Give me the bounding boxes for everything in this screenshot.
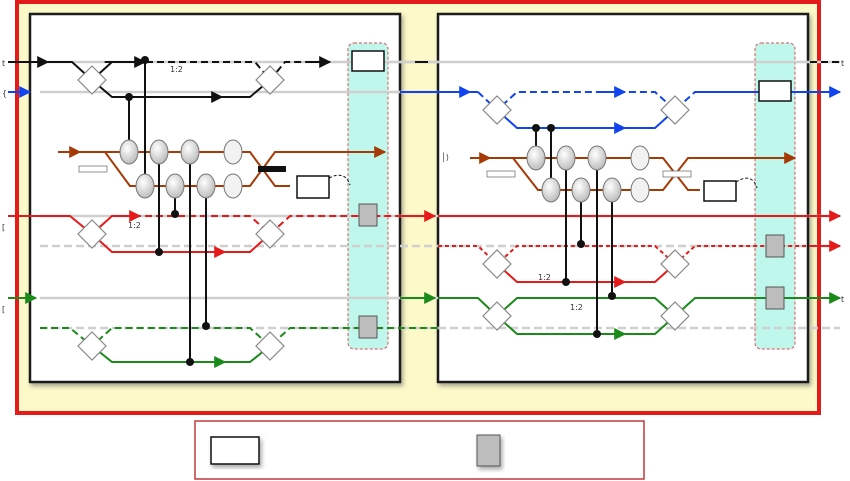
left-ellipse-nodes (119, 139, 243, 199)
left-ratio-label-red: 1:2 (128, 221, 141, 230)
edge-label-left-3: [ (2, 223, 5, 232)
right-ratio-label-red: 1:2 (538, 273, 551, 282)
legend-white-swatch (210, 436, 260, 465)
left-brown-bar (258, 166, 286, 172)
left-brown-tag (78, 165, 108, 173)
right-cyan-zone (754, 42, 796, 350)
right-red-rail (438, 210, 842, 288)
left-grey-box-green (358, 315, 378, 339)
right-grey-box-green (765, 286, 785, 310)
legend-box (194, 420, 645, 480)
left-cyan-zone (347, 42, 389, 350)
right-curved-connector (735, 177, 758, 189)
legend-grey-swatch (476, 434, 501, 467)
edge-label-right-2: t (841, 295, 844, 304)
left-ratio-label-top: 1:2 (170, 65, 183, 74)
edge-label-left-4: [ (2, 305, 5, 314)
edge-label-right-1: t (841, 59, 844, 68)
left-white-box-mid (296, 175, 330, 199)
right-grey-box-red (765, 234, 785, 258)
left-junction-dots (125, 56, 210, 366)
edge-label-left-1: t (2, 59, 5, 68)
left-green-rail (8, 292, 438, 368)
right-brown-tag-2 (662, 170, 692, 178)
right-white-box-top (758, 80, 792, 102)
left-white-box-top (351, 50, 385, 72)
right-green-rail (438, 292, 842, 340)
right-brace-mark: │⟩ (441, 152, 449, 162)
left-grey-box-red (358, 203, 378, 227)
right-ratio-label-green: 1:2 (570, 303, 583, 312)
right-junction-dots (532, 124, 616, 338)
edge-label-left-2: { (2, 89, 7, 98)
right-white-box-mid (703, 180, 737, 202)
right-ellipse-nodes (526, 145, 650, 203)
right-brown-tag (486, 170, 516, 178)
left-curved-connector (328, 174, 351, 186)
left-switch-diamonds (77, 65, 285, 361)
right-switch-diamonds (482, 95, 690, 331)
